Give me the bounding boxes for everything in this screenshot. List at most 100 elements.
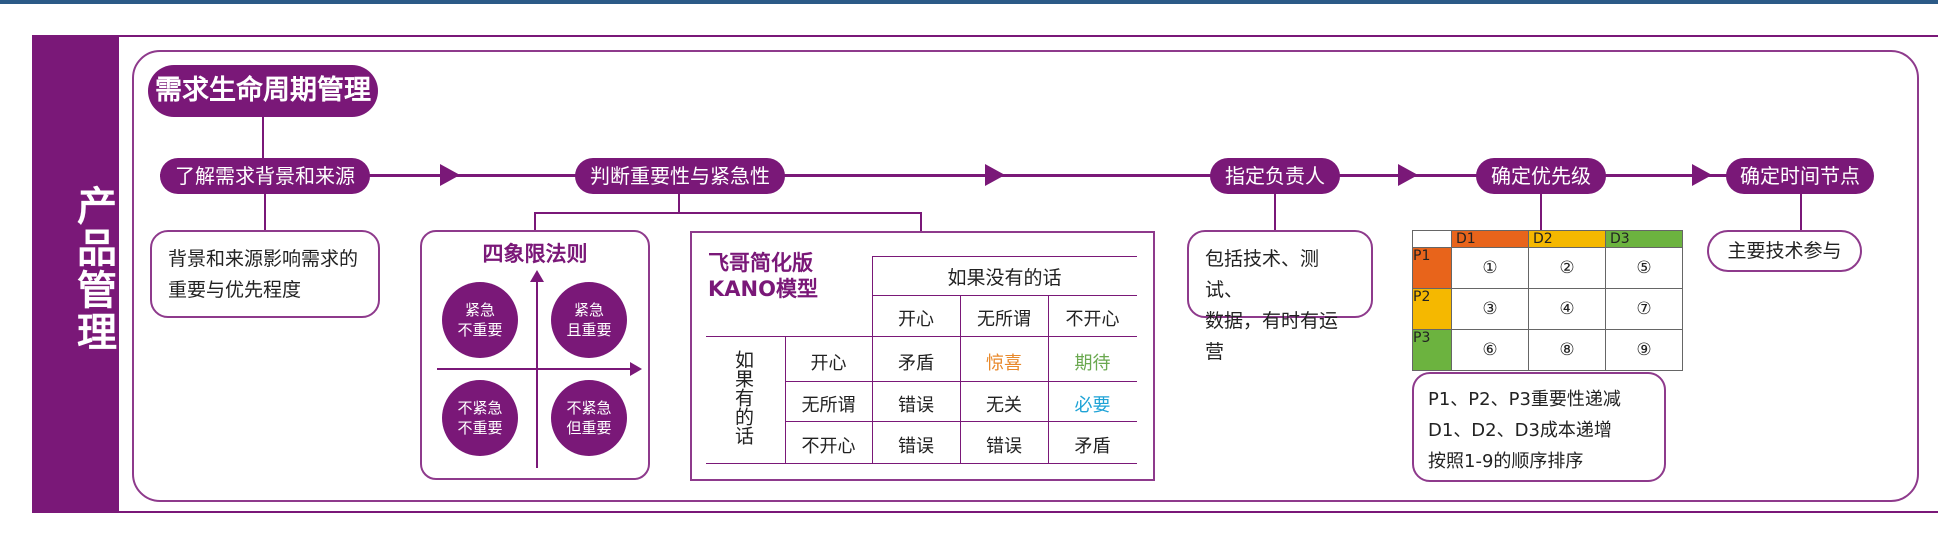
note-line: 背景和来源影响需求的 <box>168 248 359 270</box>
kano-row-header: 不开心 <box>801 436 856 457</box>
note-line: 包括技术、测试、 <box>1205 248 1320 301</box>
kano-col-header: 开心 <box>898 309 934 330</box>
connector <box>1800 194 1802 230</box>
circle-text: 但重要 <box>566 419 612 437</box>
kano-row-header: 开心 <box>810 353 847 374</box>
priority-note: P1、P2、P3重要性递减 D1、D2、D3成本递增 按照1-9的顺序排序 <box>1412 372 1666 482</box>
kano-title-line: 飞哥简化版 <box>708 251 813 275</box>
kano-grid-line <box>706 463 1137 464</box>
kano-grid-line <box>785 336 786 463</box>
kano-grid-line <box>1048 295 1049 463</box>
flow-line <box>160 174 1870 177</box>
kano-row-group: 如果有的话 <box>732 350 754 445</box>
kano-col-group: 如果没有的话 <box>947 267 1062 289</box>
step-assign-owner: 指定负责人 <box>1210 158 1340 194</box>
arrow-right-icon <box>630 362 642 376</box>
circle-text: 紧急 <box>464 301 495 319</box>
kano-grid-line <box>785 381 1137 382</box>
quadrant-not-urgent-unimportant: 不紧急 不重要 <box>442 380 518 456</box>
step-judge-priority: 判断重要性与紧急性 <box>575 158 785 194</box>
note-line: P1、P2、P3重要性递减 <box>1428 389 1621 410</box>
kano-box <box>690 231 1155 481</box>
kano-cell: 错误 <box>986 436 1022 457</box>
quadrant-not-urgent-important: 不紧急 但重要 <box>551 380 627 456</box>
kano-grid-line <box>960 295 961 463</box>
diagram-title: 需求生命周期管理 <box>148 65 378 117</box>
title-connector <box>262 117 264 158</box>
step-set-timeline: 确定时间节点 <box>1726 158 1874 194</box>
circle-text: 不重要 <box>457 419 503 437</box>
connector <box>1274 194 1276 230</box>
kano-cell: 错误 <box>898 436 934 457</box>
kano-grid-line <box>872 295 1137 296</box>
grid-cell: ① <box>1451 247 1529 289</box>
grid-row-header: P3 <box>1412 329 1452 371</box>
circle-text: 紧急 <box>573 301 604 319</box>
kano-cell: 期待 <box>1074 353 1111 374</box>
priority-grid: D1 D2 D3 P1 ① ② ⑤ P2 ③ ④ ⑦ P3 ⑥ ⑧ ⑨ <box>1412 230 1683 371</box>
grid-cell: ⑨ <box>1605 329 1683 371</box>
connector <box>1540 194 1542 230</box>
quadrant-x-axis <box>437 368 632 370</box>
note-line: 数据，有时有运营 <box>1205 310 1339 363</box>
kano-title: 飞哥简化版 KANO模型 <box>708 250 818 302</box>
note-line: 按照1-9的顺序排序 <box>1428 451 1584 472</box>
grid-col-header: D3 <box>1605 230 1683 248</box>
arrow-icon <box>440 164 460 186</box>
circle-text: 不紧急 <box>566 399 612 417</box>
kano-title-line: KANO模型 <box>708 277 818 301</box>
quadrant-urgent-important: 紧急 且重要 <box>551 282 627 358</box>
grid-cell: ③ <box>1451 288 1529 330</box>
sidebar-band <box>32 35 117 513</box>
kano-grid-line <box>872 256 873 463</box>
step-understand-background: 了解需求背景和来源 <box>160 158 370 194</box>
arrow-icon <box>1692 164 1712 186</box>
note-line: D1、D2、D3成本递增 <box>1428 420 1612 441</box>
top-rule <box>0 0 1938 4</box>
grid-cell: ⑦ <box>1605 288 1683 330</box>
inner-frame <box>132 50 1919 502</box>
timeline-note: 主要技术参与 <box>1707 230 1862 272</box>
circle-text: 且重要 <box>566 321 612 339</box>
note-line: 重要与优先程度 <box>168 279 302 301</box>
kano-grid-line <box>785 421 1137 422</box>
connector <box>264 194 266 230</box>
connector <box>678 194 680 212</box>
grid-row-header: P2 <box>1412 288 1452 330</box>
grid-cell: ⑧ <box>1528 329 1606 371</box>
step-set-priority: 确定优先级 <box>1476 158 1606 194</box>
quadrant-y-axis <box>536 278 538 468</box>
background-note: 背景和来源影响需求的 重要与优先程度 <box>150 230 380 318</box>
kano-cell: 矛盾 <box>1074 436 1111 457</box>
kano-row-header: 无所谓 <box>801 395 856 416</box>
grid-cell: ⑥ <box>1451 329 1529 371</box>
kano-cell: 必要 <box>1074 395 1111 416</box>
grid-corner <box>1412 230 1452 248</box>
circle-text: 不重要 <box>457 321 503 339</box>
kano-col-header: 不开心 <box>1065 309 1120 330</box>
kano-cell: 惊喜 <box>986 353 1022 374</box>
arrow-icon <box>1398 164 1418 186</box>
owner-note: 包括技术、测试、 数据，有时有运营 <box>1187 230 1373 363</box>
connector <box>920 212 922 232</box>
outer-frame <box>117 35 1938 513</box>
kano-cell: 错误 <box>898 395 934 416</box>
kano-grid-line <box>872 256 1137 257</box>
grid-cell: ② <box>1528 247 1606 289</box>
grid-cell: ④ <box>1528 288 1606 330</box>
quadrant-title: 四象限法则 <box>482 242 588 266</box>
kano-cell: 矛盾 <box>898 353 934 374</box>
connector <box>534 212 922 214</box>
kano-col-header: 无所谓 <box>977 309 1031 330</box>
kano-grid-line <box>706 336 1137 337</box>
grid-col-header: D2 <box>1528 230 1606 248</box>
quadrant-urgent-unimportant: 紧急 不重要 <box>442 282 518 358</box>
circle-text: 不紧急 <box>457 399 503 417</box>
arrow-icon <box>985 164 1005 186</box>
connector <box>534 212 536 230</box>
arrow-up-icon <box>530 270 544 282</box>
grid-cell: ⑤ <box>1605 247 1683 289</box>
grid-col-header: D1 <box>1451 230 1529 248</box>
grid-row-header: P1 <box>1412 247 1452 289</box>
sidebar-title: 产品管理 <box>70 185 116 353</box>
